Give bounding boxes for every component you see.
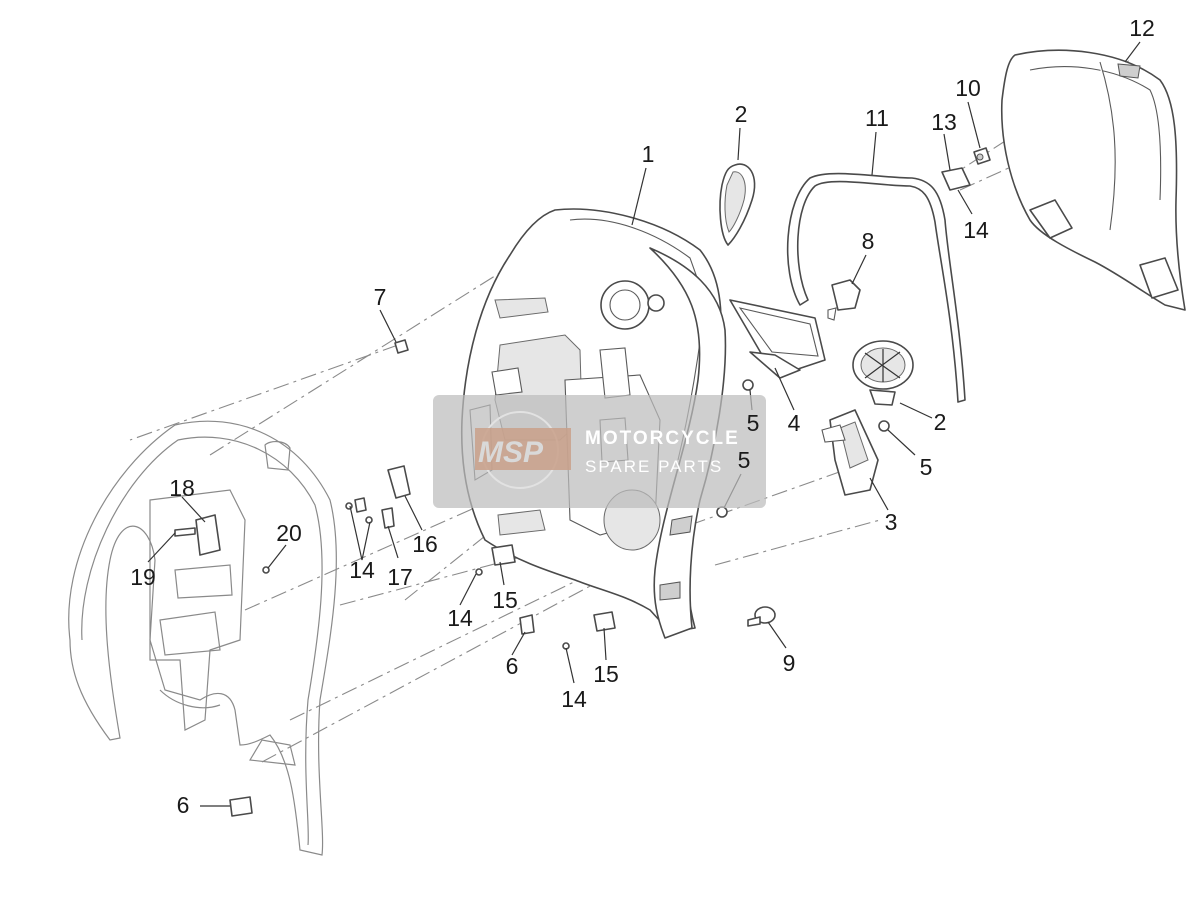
hardware — [174, 339, 890, 817]
callout-12: 12 — [1129, 15, 1155, 41]
callout-15-b: 15 — [593, 661, 619, 687]
callout-13: 13 — [931, 109, 957, 135]
part-12-front-shield — [1000, 49, 1186, 311]
part-10-clip — [973, 147, 991, 165]
callout-14-a: 14 — [963, 217, 989, 243]
callout-11: 11 — [865, 105, 889, 131]
callout-15-a: 15 — [492, 587, 518, 613]
callout-10: 10 — [955, 75, 981, 101]
part-11-trim — [786, 172, 966, 403]
callout-8: 8 — [862, 228, 875, 254]
callout-17: 17 — [387, 564, 413, 590]
callout-5-a: 5 — [747, 410, 760, 436]
part-9-screw — [747, 606, 776, 627]
callout-3: 3 — [885, 509, 898, 535]
callout-5-b: 5 — [738, 447, 751, 473]
callout-2-grille: 2 — [934, 409, 947, 435]
callout-6-a: 6 — [506, 653, 519, 679]
part-2-lens — [719, 163, 756, 246]
callout-9: 9 — [783, 650, 796, 676]
leader-lines — [147, 41, 1141, 807]
watermark-logo: MSP — [478, 436, 544, 469]
callout-1: 1 — [642, 141, 655, 167]
callout-14-c: 14 — [447, 605, 473, 631]
callout-5-c: 5 — [920, 454, 933, 480]
leg-shield-frame — [68, 420, 337, 856]
callout-6-b: 6 — [177, 792, 190, 818]
part-4-glovebox-door — [729, 299, 826, 379]
callout-20: 20 — [276, 520, 302, 546]
part-13-plate — [941, 167, 971, 191]
callout-4: 4 — [788, 410, 801, 436]
callout-7: 7 — [374, 284, 387, 310]
callout-2-lens: 2 — [735, 101, 748, 127]
callout-16: 16 — [412, 531, 438, 557]
part-2-grille — [852, 340, 914, 406]
callout-14-b: 14 — [349, 557, 375, 583]
callout-18: 18 — [169, 475, 195, 501]
callout-14-d: 14 — [561, 686, 587, 712]
watermark-line2: SPARE PARTS — [585, 457, 723, 476]
callout-19: 19 — [130, 564, 156, 590]
part-8-latch — [827, 279, 861, 321]
part-3-bracket — [821, 409, 879, 496]
callout-labels: 1 2 2 3 4 5 5 5 6 6 7 8 9 10 11 12 13 14… — [130, 15, 1155, 818]
watermark-line1: MOTORCYCLE — [585, 428, 740, 449]
watermark: MSP MOTORCYCLE SPARE PARTS — [433, 395, 766, 508]
